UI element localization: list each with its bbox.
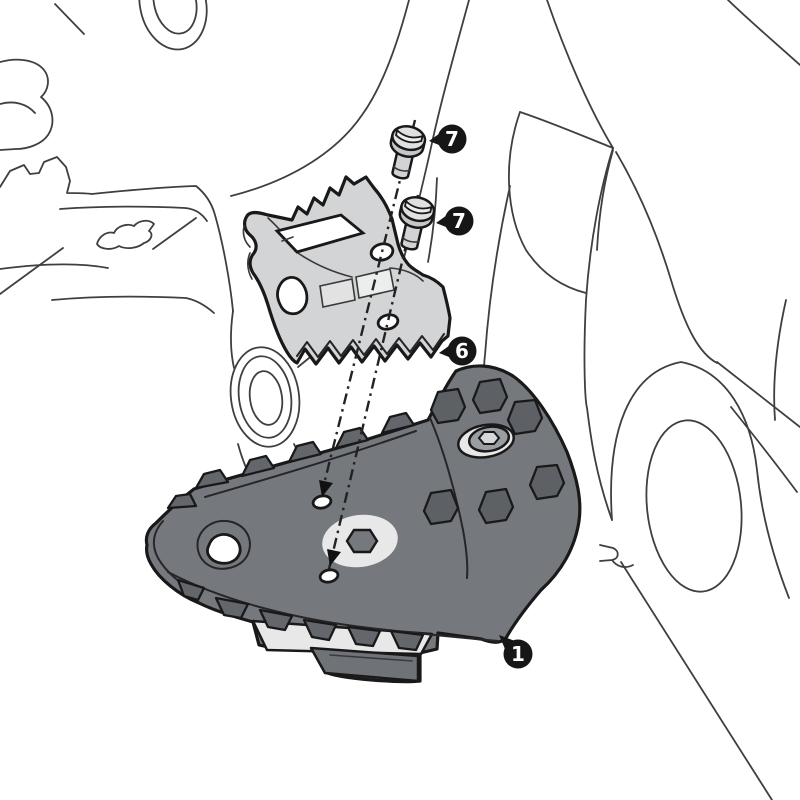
pedal-block-divider [429, 417, 469, 579]
bracket-line [59, 205, 208, 222]
stand-line [620, 561, 773, 800]
pedal-bottom-band [167, 571, 499, 642]
callout-1: 1 [499, 635, 533, 669]
plate-teeth-upper-line [296, 333, 445, 358]
frame-ring-outer [138, 0, 208, 51]
screw-slot [404, 199, 433, 215]
lower-screw [398, 196, 436, 251]
callout-7-lower: 7 [436, 206, 474, 236]
callout-circle [447, 336, 477, 366]
plate-silhouette [243, 175, 452, 366]
engine-blob-detail [0, 101, 36, 114]
screw-thread-line [402, 236, 420, 243]
screw-thread-line [393, 165, 411, 172]
swingarm-opening [645, 419, 743, 593]
swingarm-line [730, 406, 798, 493]
frame-tube-line [230, 0, 410, 197]
frame-line [54, 3, 85, 35]
swingarm-arch [610, 361, 790, 599]
plate-hole-lower [376, 313, 400, 331]
plate-hole-upper [369, 242, 395, 262]
upper-screw [389, 125, 427, 180]
bracket-jagged-edge [0, 156, 234, 312]
hatch-line [152, 217, 197, 250]
frame-tube-line [546, 0, 614, 149]
hanger-line [519, 111, 614, 149]
hex-socket [345, 528, 379, 554]
pedal-block-pads [422, 377, 566, 526]
callout-number: 1 [511, 642, 525, 666]
callout-number: 7 [445, 127, 459, 151]
pedal-cleats-bottom [176, 578, 425, 652]
callout-circle [444, 206, 474, 236]
callout-tail [499, 635, 515, 649]
tip-boss-contour [196, 520, 251, 570]
bracket-line [51, 295, 215, 314]
plate-teardrop-hole [276, 276, 309, 316]
pedal-top-rim [204, 430, 417, 498]
pedal-base [144, 364, 582, 684]
callout-number: 6 [455, 339, 469, 363]
frame-edge-line [483, 185, 511, 373]
callout-7-upper: 7 [429, 124, 467, 154]
tip-triangle-hole [206, 533, 242, 565]
axis-arrowhead [319, 480, 333, 497]
axis-line-upper [320, 119, 417, 493]
bracket-line [0, 263, 109, 270]
pivot-ring-mid [237, 355, 293, 439]
toothed-plate [242, 175, 452, 366]
pivot-connector [229, 310, 235, 369]
alignment-axes [319, 119, 420, 570]
plate-side-wall [242, 225, 253, 280]
axis-arrowhead [327, 549, 341, 566]
frame-rail-line [596, 149, 614, 251]
center-hex-bolt [322, 514, 398, 568]
frame-edge-line [773, 299, 787, 421]
engine-blob [0, 58, 54, 151]
pivot-ring-inner [248, 370, 284, 426]
pedal-cleats-top [166, 411, 416, 510]
pedal-hole-upper [311, 494, 333, 510]
pedal-hole-lower [318, 568, 340, 584]
callout-6: 6 [439, 336, 477, 366]
plate-wall-facet [319, 278, 356, 308]
plate-slot-notch [281, 236, 294, 242]
stem-block-line [329, 654, 413, 662]
bracket-line [0, 247, 64, 295]
swingarm-line [615, 151, 718, 364]
axis-line-lower [327, 194, 420, 570]
pivot-ring-outer [229, 346, 301, 448]
screw-slot [395, 128, 424, 144]
frame-edge-line [427, 177, 438, 263]
swingarm-line [716, 361, 800, 428]
callout-circle [503, 639, 533, 669]
frame-tube-line [727, 0, 800, 66]
callout-circle [437, 124, 467, 154]
callout-number: 7 [452, 209, 466, 233]
hex-socket [477, 431, 501, 445]
casting-squiggle [96, 219, 155, 250]
frame-ring-inner [152, 0, 198, 35]
block-hex-bolt [457, 423, 515, 459]
arch-foot-detail [599, 544, 634, 568]
plate-slot [274, 213, 366, 254]
hanger-line [508, 111, 587, 294]
frame-rail-line [583, 147, 614, 521]
